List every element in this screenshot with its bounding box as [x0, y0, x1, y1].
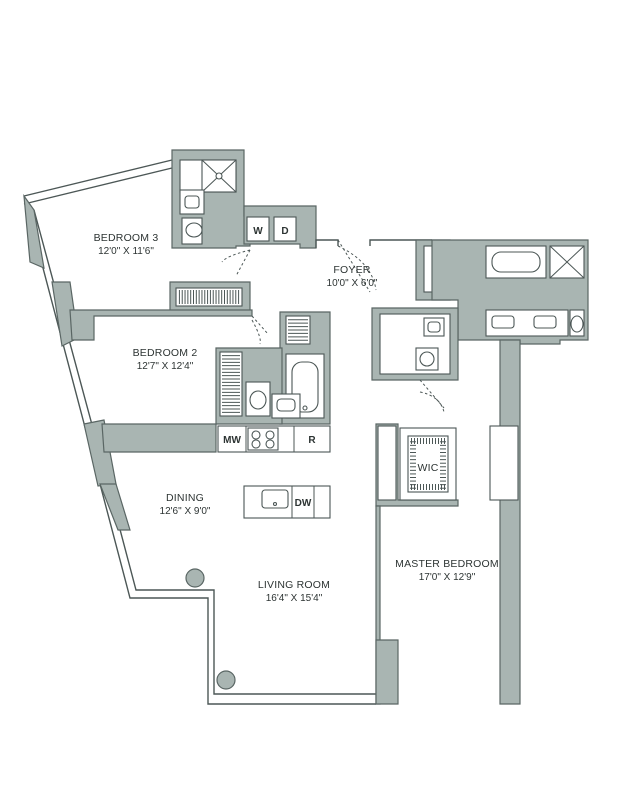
column-2: [216, 670, 236, 690]
kitchen-counter: MW R: [101, 423, 331, 453]
laundry-closet: W D: [243, 205, 317, 249]
living-name: LIVING ROOM: [258, 579, 330, 591]
powder-room: [371, 307, 459, 413]
bath-bedroom3: [171, 149, 251, 249]
dining-name: DINING: [166, 492, 204, 504]
column-1: [185, 568, 205, 588]
exterior-window-wall: [23, 159, 376, 705]
bedroom2-name: BEDROOM 2: [133, 347, 198, 359]
partition-b3-b2: [69, 309, 269, 345]
bath-bedroom2: [215, 311, 331, 425]
kitchen-island: DW: [243, 485, 331, 519]
island-sink: [261, 489, 289, 509]
master-closet-left: [377, 425, 397, 501]
wic-name: WIC: [417, 462, 438, 474]
closet-bedroom3: [169, 281, 251, 313]
room-labels: BEDROOM 3 12'0" X 11'6" FOYER 10'0" X 6'…: [94, 232, 499, 604]
dishwasher-label: DW: [295, 498, 312, 509]
dryer-label: D: [281, 226, 288, 237]
bedroom3-dims: 12'0" X 11'6": [98, 246, 154, 257]
closet-rod-b3: [175, 287, 243, 307]
foyer-name: FOYER: [333, 264, 370, 276]
foyer-dims: 10'0" X 6'0": [327, 278, 378, 289]
master-dims: 17'0" X 12'9": [419, 572, 476, 583]
master-bath: [431, 239, 589, 345]
closet-b2: [219, 351, 243, 417]
dryer: [273, 216, 297, 242]
shower-drain: [215, 172, 223, 180]
master-name: MASTER BEDROOM: [395, 558, 499, 570]
bedroom2-dims: 12'7" X 12'4": [137, 361, 194, 372]
master-bedroom-walls: [375, 339, 521, 705]
master-closet-right: [489, 425, 519, 501]
washer-label: W: [253, 226, 263, 237]
microwave-label: MW: [223, 435, 241, 446]
bedroom3-name: BEDROOM 3: [94, 232, 159, 244]
washer: [246, 216, 270, 242]
dining-dims: 12'6" X 9'0": [160, 506, 211, 517]
refrigerator-label: R: [308, 435, 316, 446]
living-dims: 16'4" X 15'4": [266, 593, 323, 604]
